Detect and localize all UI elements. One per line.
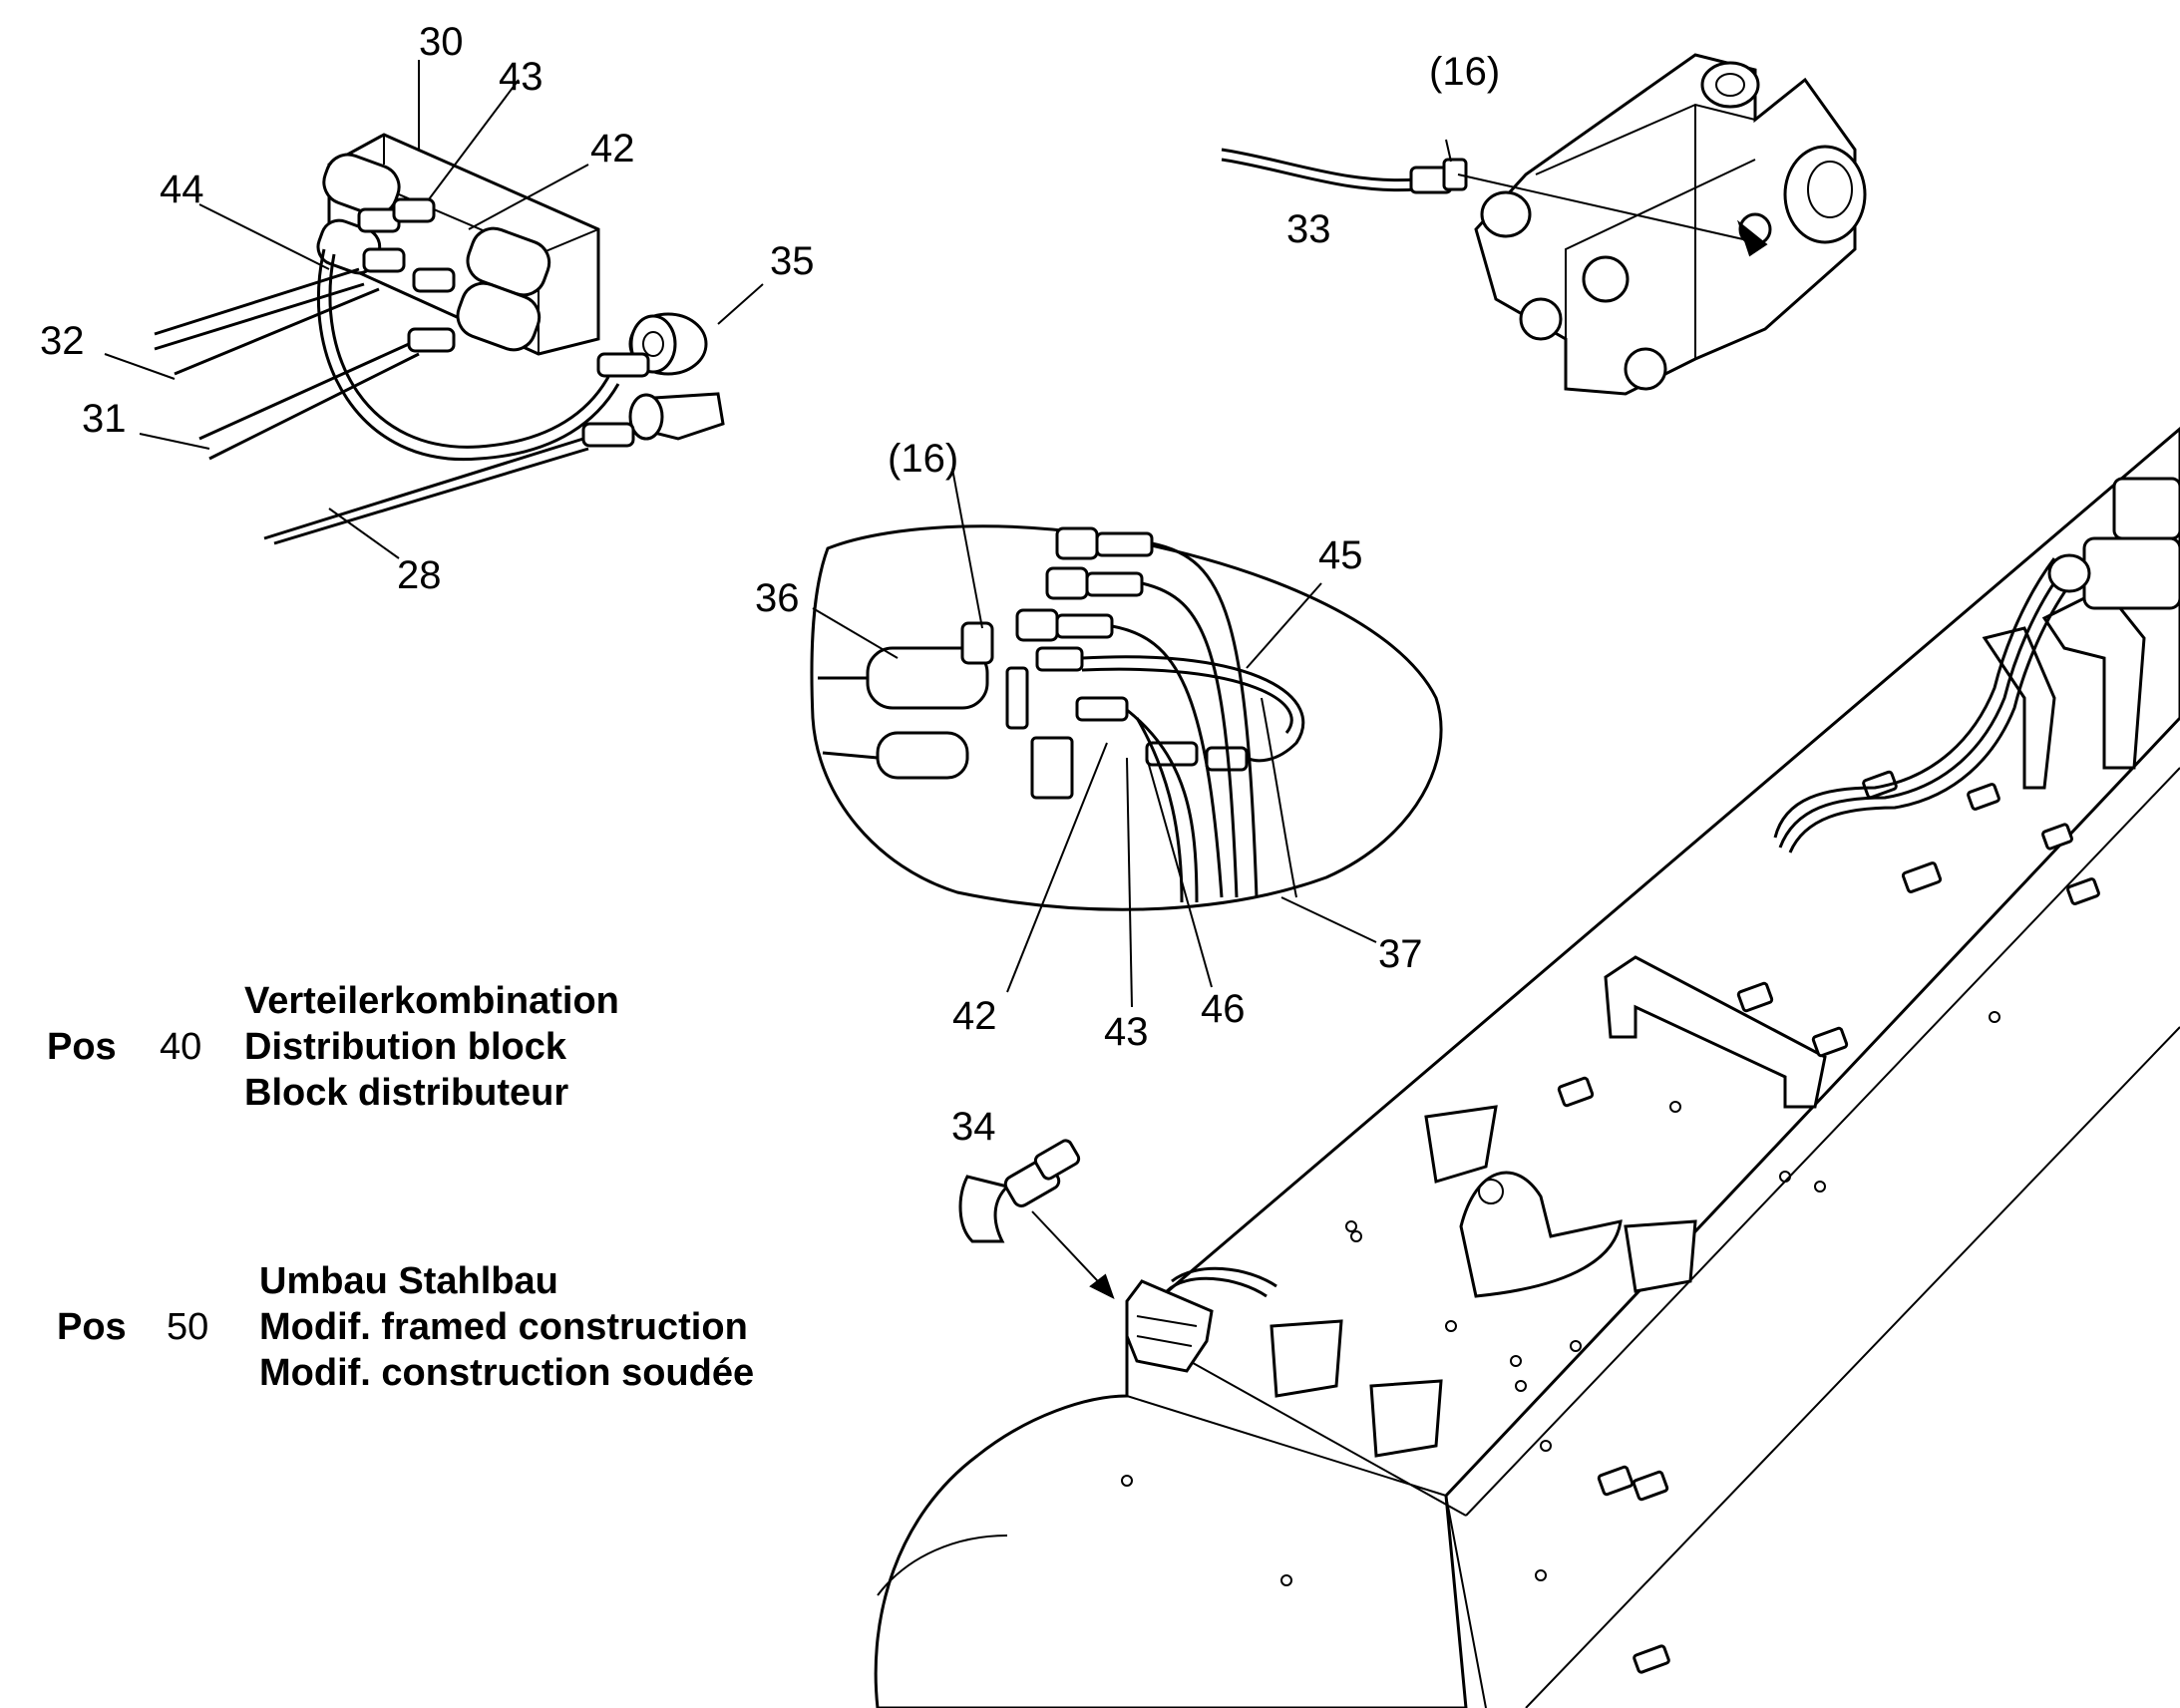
boom-framed-construction — [874, 427, 2180, 1708]
legend-pos40-pos: Pos — [47, 1026, 117, 1068]
valve-zoom-detail — [810, 524, 1443, 911]
legend-pos40-line-de: Verteilerkombination — [244, 980, 619, 1022]
callout-16-top: (16) — [1429, 50, 1500, 94]
callout-36: 36 — [755, 576, 800, 620]
callout-34: 34 — [951, 1105, 996, 1149]
callout-44: 44 — [160, 168, 204, 211]
legend-pos40-number: 40 — [160, 1026, 201, 1068]
fitting-34-detail — [958, 1139, 1115, 1299]
callout-28: 28 — [397, 553, 442, 597]
callout-43-center: 43 — [1104, 1010, 1149, 1054]
callout-35: 35 — [770, 239, 815, 283]
callout-46: 46 — [1201, 987, 1246, 1031]
legend-pos-40: Pos 40 Verteilerkombination Distribution… — [47, 980, 619, 1114]
callout-16-center: (16) — [888, 437, 958, 481]
bracket-sensor-detail — [1221, 53, 1867, 396]
callout-37: 37 — [1378, 932, 1423, 976]
callout-42-top: 42 — [590, 127, 635, 171]
callout-43-top: 43 — [499, 55, 544, 99]
callout-45: 45 — [1318, 533, 1363, 577]
legend-pos50-number: 50 — [167, 1306, 208, 1348]
legend-pos-50: Pos 50 Umbau Stahlbau Modif. framed cons… — [57, 1260, 754, 1394]
callout-32: 32 — [40, 319, 85, 363]
leader-lines-center — [812, 468, 1377, 1008]
distribution-block-detail — [154, 133, 725, 545]
callout-42-center: 42 — [952, 994, 997, 1038]
legend-pos50-line-fr: Modif. construction soudée — [259, 1352, 754, 1394]
callout-33: 33 — [1286, 207, 1331, 251]
legend-pos40-line-en: Distribution block — [244, 1026, 567, 1068]
callout-30: 30 — [419, 20, 464, 64]
legend-pos50-line-en: Modif. framed construction — [259, 1306, 748, 1348]
legend-pos50-pos: Pos — [57, 1306, 127, 1348]
legend-pos40-line-fr: Block distributeur — [244, 1072, 568, 1114]
legend-pos50-line-de: Umbau Stahlbau — [259, 1260, 558, 1302]
callout-31: 31 — [82, 397, 127, 441]
callout-labels: 30 43 42 44 35 32 31 28 (16) 33 (16) 36 … — [40, 20, 1500, 1149]
leader-lines-top-left — [104, 60, 764, 559]
